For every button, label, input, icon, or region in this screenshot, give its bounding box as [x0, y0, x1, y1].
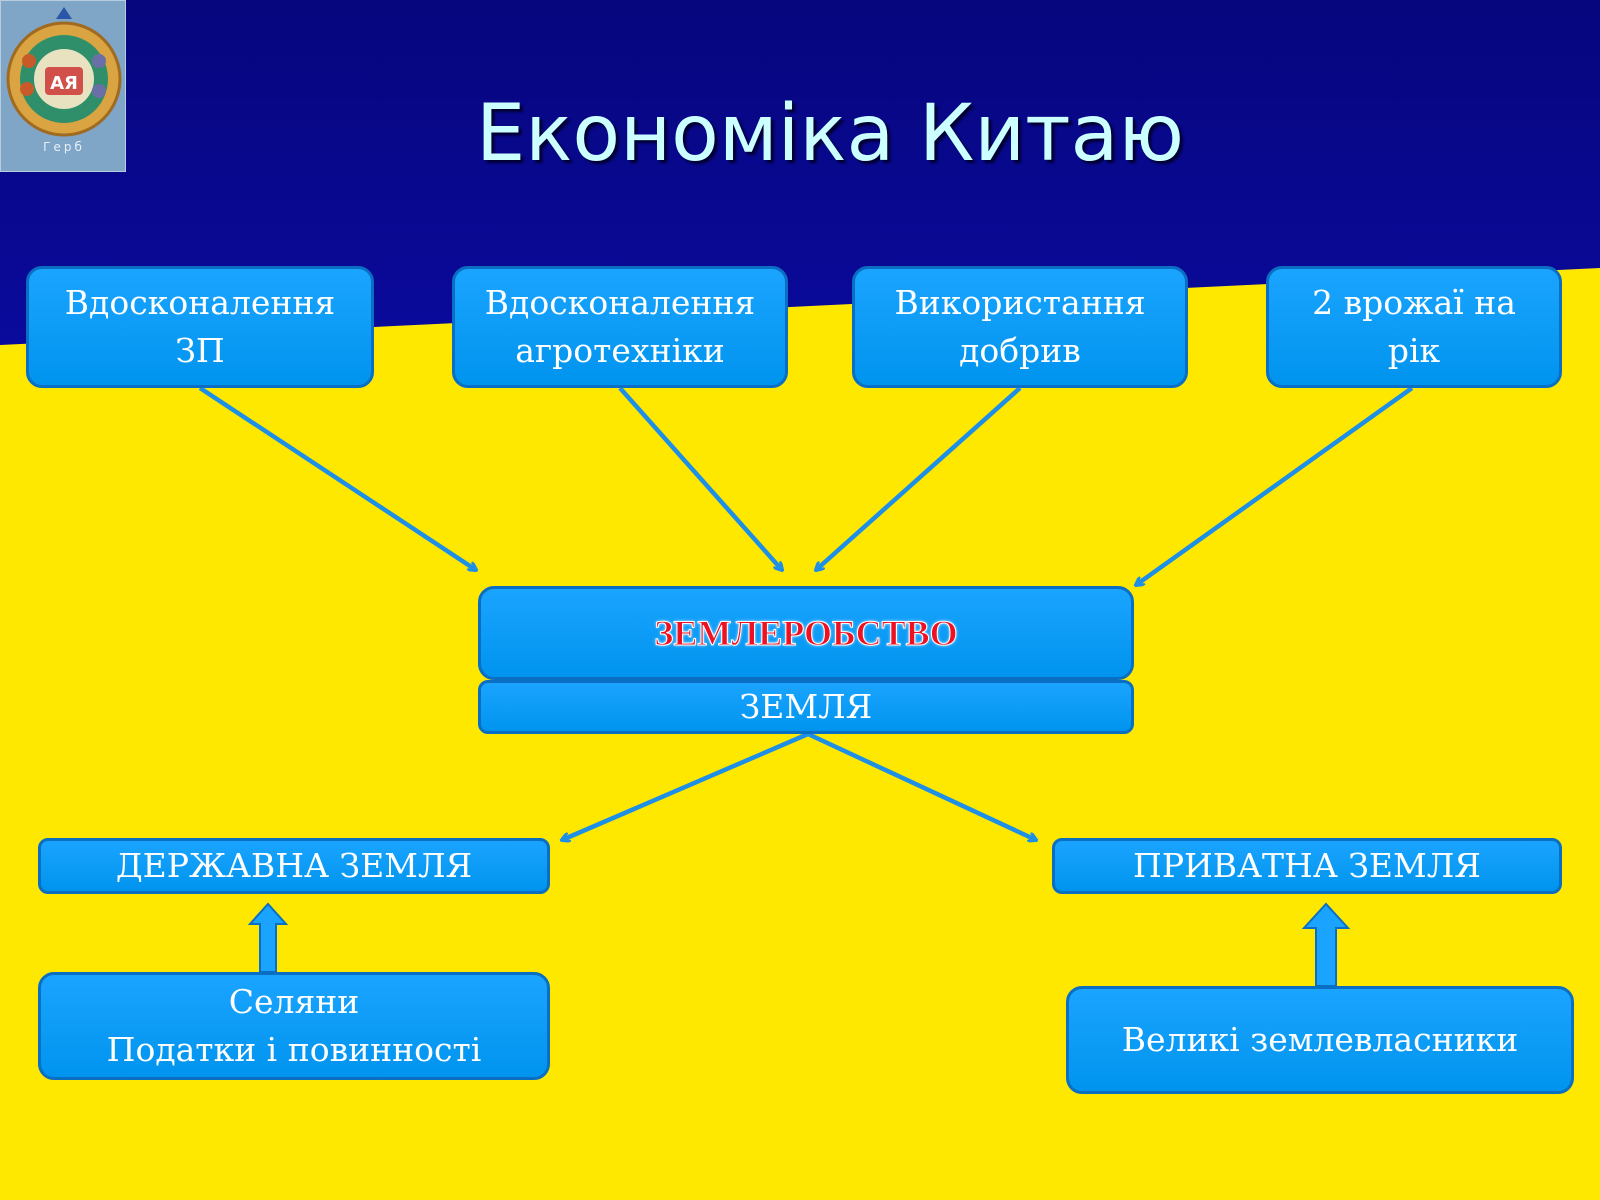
arrow-land-to-state	[562, 731, 809, 840]
arrow-harvest-to-farming	[1136, 386, 1414, 585]
slide-title: Економіка Китаю	[475, 89, 1185, 179]
box-landowners: Великі землевласники	[1066, 986, 1574, 1094]
box-farming: ЗЕМЛЕРОБСТВО	[478, 586, 1134, 680]
box-land: ЗЕМЛЯ	[478, 680, 1134, 734]
box-two-harvests: 2 врожаї на рік	[1266, 266, 1562, 388]
box-private-land: ПРИВАТНА ЗЕМЛЯ	[1052, 838, 1562, 894]
box-improvement-zp: Вдосконалення ЗП	[26, 266, 374, 388]
coat-of-arms-emblem-icon: Герб АЯ	[6, 7, 122, 154]
box-peasants: Селяни Податки і повинності	[38, 972, 550, 1080]
box-improvement-agrotech: Вдосконалення агротехніки	[452, 266, 788, 388]
box-state-land: ДЕРЖАВНА ЗЕМЛЯ	[38, 838, 550, 894]
arrow-landowners-to-private	[1301, 902, 1351, 987]
arrow-fertilizer-to-farming	[816, 386, 1022, 570]
logo-caption: Герб	[43, 140, 85, 154]
logo-letters: АЯ	[50, 73, 78, 94]
coat-of-arms-logo: Герб АЯ	[0, 0, 126, 172]
arrow-land-to-private	[807, 731, 1036, 840]
arrow-peasants-to-state	[247, 902, 289, 973]
blue-band	[0, 0, 1600, 345]
box-fertilizer-use: Використання добрив	[852, 266, 1188, 388]
arrow-zp-to-farming	[198, 386, 476, 570]
arrow-agrotech-to-farming	[618, 386, 782, 570]
